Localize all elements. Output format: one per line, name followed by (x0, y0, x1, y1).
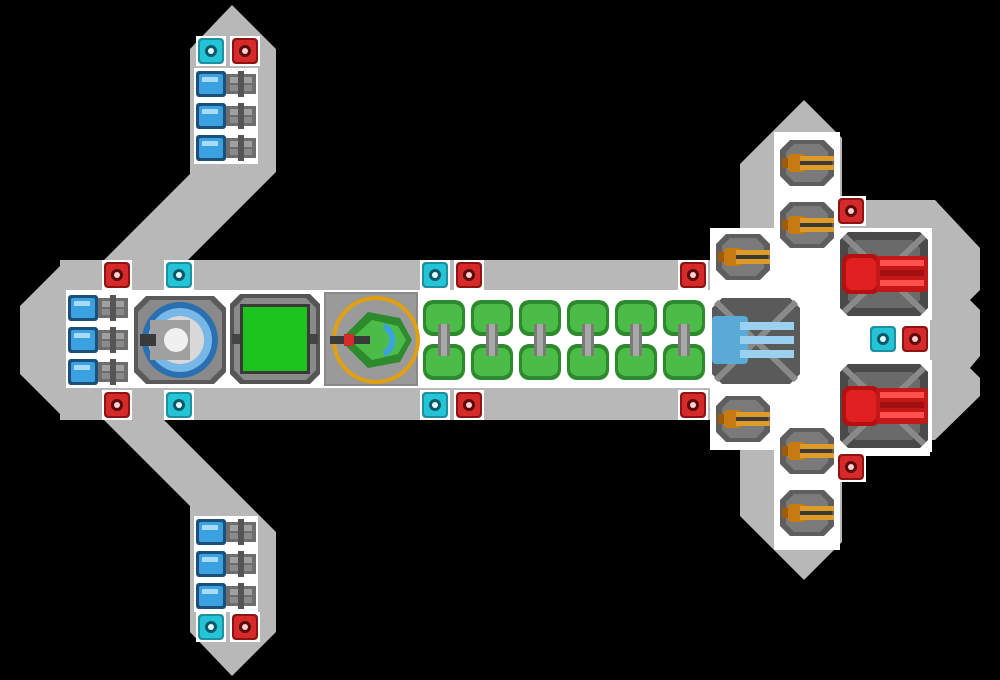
thruster-array-main[interactable] (66, 292, 130, 388)
thruster-icon[interactable] (194, 100, 258, 132)
conduit-array[interactable] (420, 294, 708, 386)
reactor-icon (243, 307, 307, 371)
thruster-icon[interactable] (66, 356, 130, 388)
cyan-port-icon[interactable] (164, 390, 194, 420)
red-port-icon[interactable] (454, 260, 484, 290)
conduit-segment-icon[interactable] (468, 294, 516, 386)
conduit-segment-icon[interactable] (612, 294, 660, 386)
cyan-port-icon[interactable] (196, 612, 226, 642)
conduit-segment-icon[interactable] (516, 294, 564, 386)
red-port-icon[interactable] (900, 324, 930, 354)
red-port-icon[interactable] (454, 390, 484, 420)
cannon-icon[interactable] (776, 138, 838, 188)
thruster-array-upper-wing[interactable] (194, 68, 258, 164)
cockpit-module[interactable] (324, 292, 420, 386)
thruster-icon[interactable] (194, 580, 258, 612)
cyan-port-icon[interactable] (164, 260, 194, 290)
cannon-icon[interactable] (776, 426, 838, 476)
cannon-icon[interactable] (776, 200, 838, 250)
red-port-icon[interactable] (678, 260, 708, 290)
red-port-icon[interactable] (102, 390, 132, 420)
cyan-port-icon[interactable] (868, 324, 898, 354)
ion-emitter-module[interactable] (710, 294, 804, 386)
conduit-segment-icon[interactable] (420, 294, 468, 386)
thruster-icon[interactable] (194, 516, 258, 548)
red-port-icon[interactable] (102, 260, 132, 290)
red-port-icon[interactable] (230, 612, 260, 642)
cyan-port-icon[interactable] (196, 36, 226, 66)
ion-emitter-icon (712, 316, 748, 364)
thruster-icon[interactable] (194, 548, 258, 580)
cannon-icon[interactable] (776, 488, 838, 538)
thruster-icon[interactable] (194, 132, 258, 164)
red-port-icon[interactable] (678, 390, 708, 420)
cannon-icon[interactable] (712, 394, 774, 444)
cannon-icon[interactable] (712, 232, 774, 282)
cyan-port-icon[interactable] (420, 390, 450, 420)
cyan-port-icon[interactable] (420, 260, 450, 290)
red-port-icon[interactable] (836, 452, 866, 482)
thruster-array-lower-wing[interactable] (194, 516, 258, 612)
reactor-module[interactable] (228, 292, 322, 386)
thruster-icon[interactable] (194, 68, 258, 100)
thruster-icon[interactable] (66, 292, 130, 324)
gyroscope-module[interactable] (132, 292, 228, 386)
red-port-icon[interactable] (836, 196, 866, 226)
conduit-segment-icon[interactable] (564, 294, 612, 386)
heavy-cannon-icon[interactable] (836, 228, 932, 320)
red-port-icon[interactable] (230, 36, 260, 66)
thruster-icon[interactable] (66, 324, 130, 356)
heavy-cannon-icon[interactable] (836, 360, 932, 452)
conduit-segment-icon[interactable] (660, 294, 708, 386)
